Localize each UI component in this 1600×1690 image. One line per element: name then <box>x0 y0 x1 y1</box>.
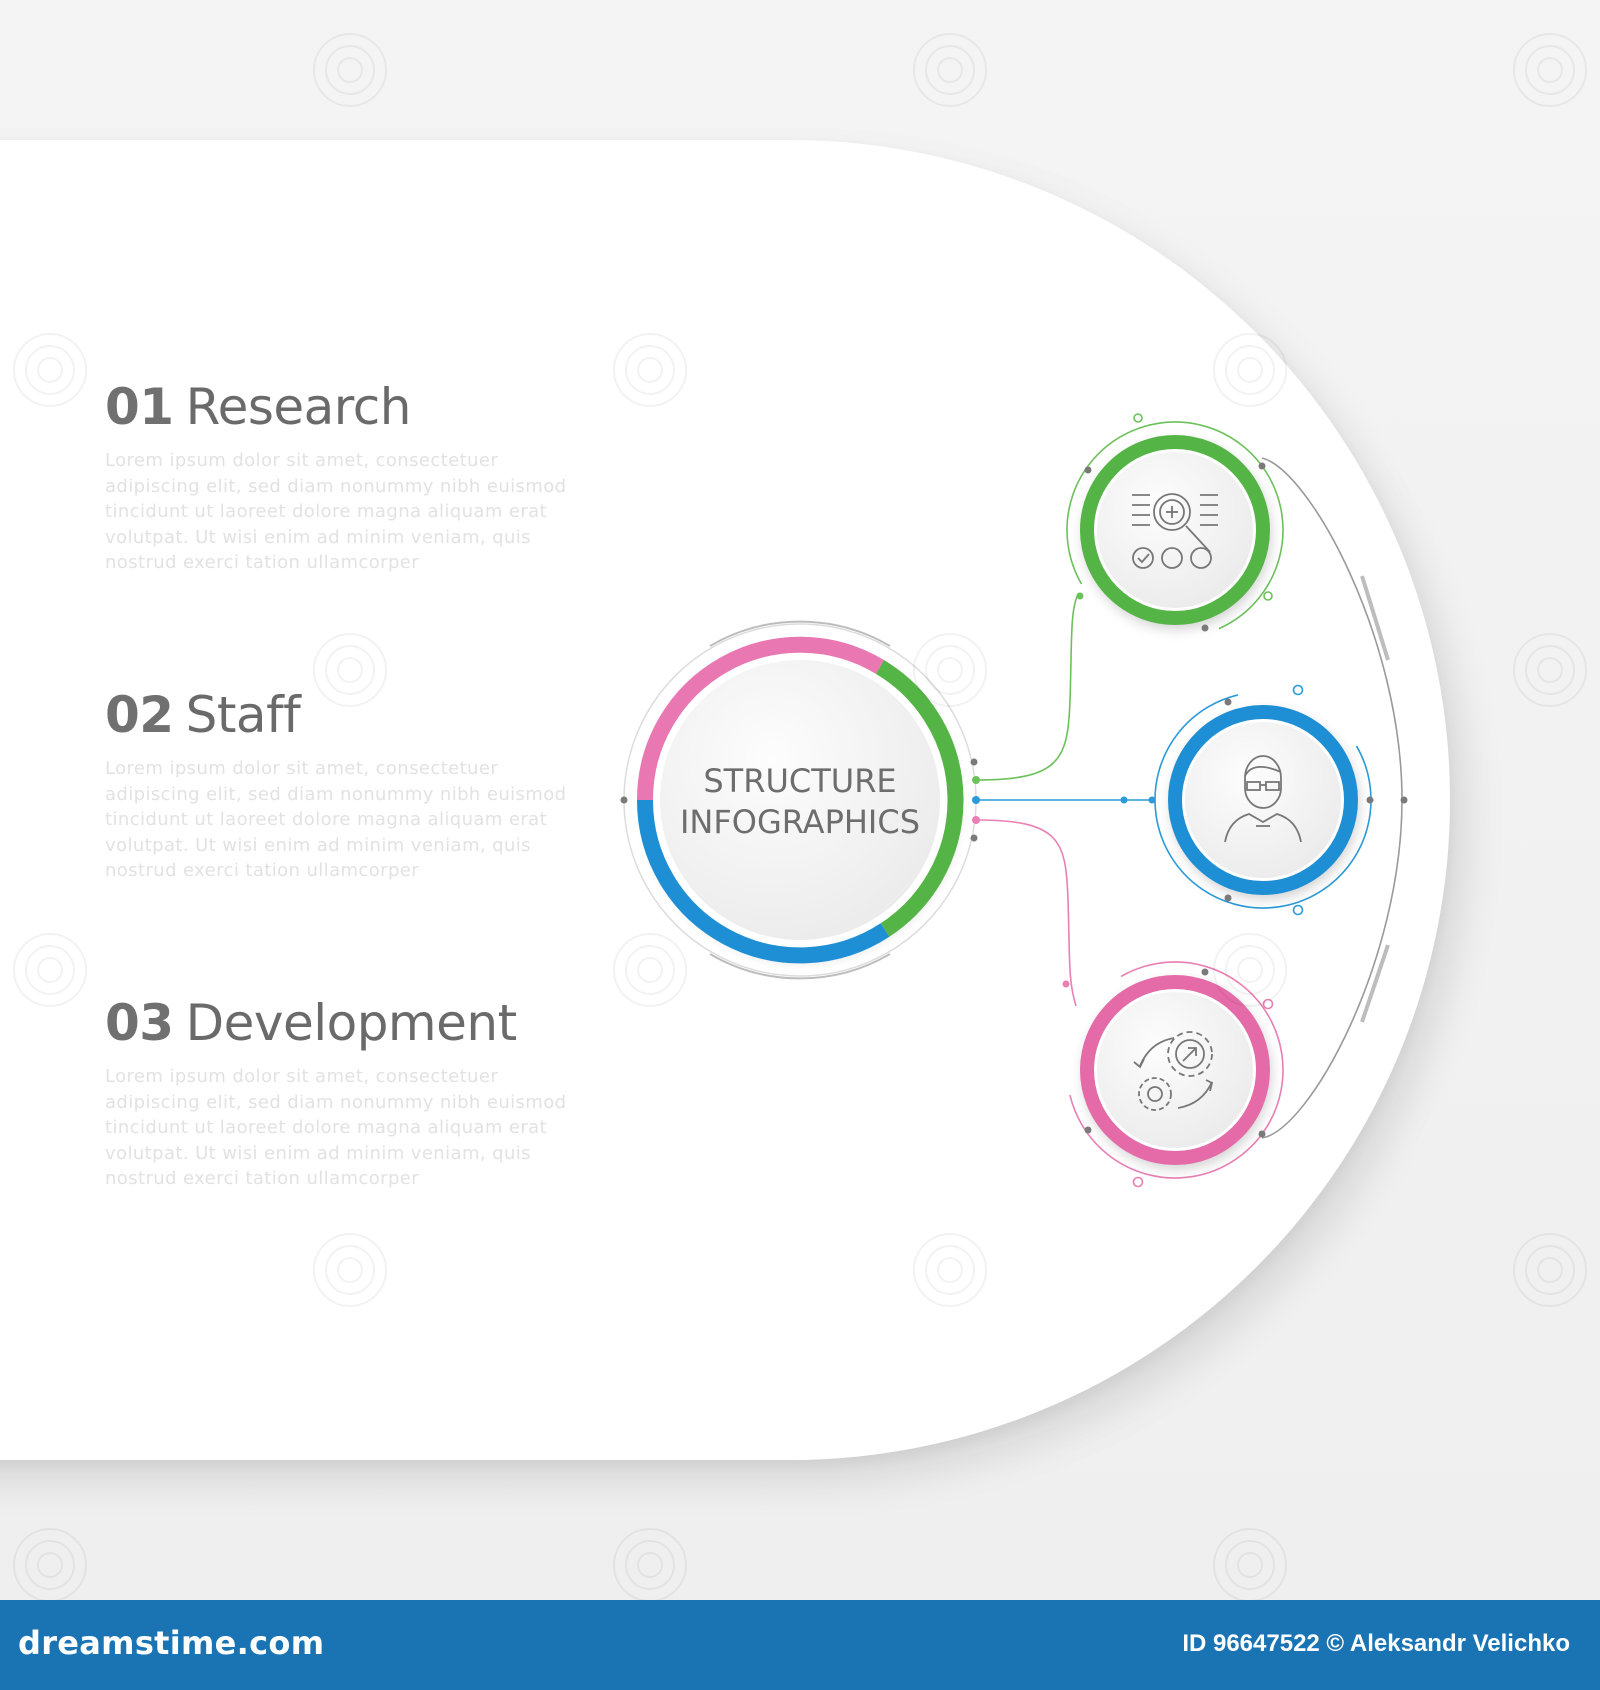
central-node: STRUCTURE INFOGRAPHICS <box>620 620 980 980</box>
step-body: Lorem ipsum dolor sit amet, consectetuer… <box>105 758 567 881</box>
connector-dot <box>1201 624 1209 632</box>
node-disc <box>1185 722 1341 878</box>
footer-bar: dreamstime.com ID 96647522 © Aleksandr V… <box>0 1600 1600 1690</box>
node-ring <box>1168 705 1358 895</box>
connector-dot <box>1400 796 1408 804</box>
node-research <box>1066 413 1284 639</box>
connector-dot <box>972 816 980 824</box>
central-disc <box>660 660 940 940</box>
central-ring-pink <box>636 636 885 801</box>
connector-dot <box>970 758 978 766</box>
central-ring-blue <box>636 799 890 964</box>
connector-dot <box>1258 462 1266 470</box>
step-number: 01 <box>105 378 174 436</box>
node-outer-ring <box>1066 961 1284 1179</box>
connector-dot <box>972 796 980 804</box>
node-outer-ring <box>1154 691 1372 909</box>
connector-dot <box>1084 1126 1092 1134</box>
central-title-line-2: INFOGRAPHICS <box>680 803 920 841</box>
node-outer-ring <box>1066 421 1284 639</box>
step-number: 02 <box>105 686 174 744</box>
footer-credit: ID 96647522 © Aleksandr Velichko <box>1182 1630 1570 1657</box>
connector-dot <box>972 776 980 784</box>
step-title: Development <box>185 994 518 1052</box>
connector-dot <box>1262 998 1274 1010</box>
central-ring-green <box>875 660 964 937</box>
connector-dot <box>1263 591 1273 601</box>
development-gears-icon <box>1133 1031 1214 1111</box>
arc-bar <box>1360 575 1390 661</box>
connector-dot <box>1133 413 1143 423</box>
connector-dot <box>1366 796 1374 804</box>
connector-dot <box>1201 968 1209 976</box>
connector-dot <box>620 796 628 804</box>
research-magnifier-icon <box>1132 493 1218 569</box>
connector-dot <box>1292 684 1304 696</box>
central-outer-arc <box>709 620 891 647</box>
node-ring <box>1080 975 1270 1165</box>
step-title: Research <box>185 378 412 436</box>
connector-dot <box>1132 1176 1144 1188</box>
step-title: Staff <box>185 686 301 744</box>
node-ring <box>1080 435 1270 625</box>
central-title-line-1: STRUCTURE <box>703 762 896 800</box>
node-staff <box>1120 684 1408 916</box>
arc-bar <box>1360 944 1390 1023</box>
step-body: Lorem ipsum dolor sit amet, consectetuer… <box>105 450 567 573</box>
connector-dot <box>1120 796 1128 804</box>
connector-dot <box>1148 796 1156 804</box>
connector-dot <box>1292 904 1304 916</box>
connector-dot <box>1084 466 1092 474</box>
footer-brand[interactable]: dreamstime.com <box>18 1624 325 1662</box>
connector-dot <box>1224 698 1232 706</box>
connector-research <box>975 593 1079 781</box>
structure-diagram: STRUCTURE INFOGRAPHICS <box>620 413 1408 1188</box>
staff-person-icon <box>1224 755 1302 843</box>
node-development <box>1062 961 1284 1188</box>
step-number: 03 <box>105 994 174 1052</box>
step-body: Lorem ipsum dolor sit amet, consectetuer… <box>105 1066 567 1189</box>
connector-dot <box>970 834 978 842</box>
central-outer-arc <box>709 953 891 980</box>
connector-dot <box>1076 592 1084 600</box>
connector-dot <box>1258 1130 1266 1138</box>
connector-development <box>975 819 1077 1007</box>
connector-dot <box>1062 980 1070 988</box>
connector-dot <box>1224 894 1232 902</box>
